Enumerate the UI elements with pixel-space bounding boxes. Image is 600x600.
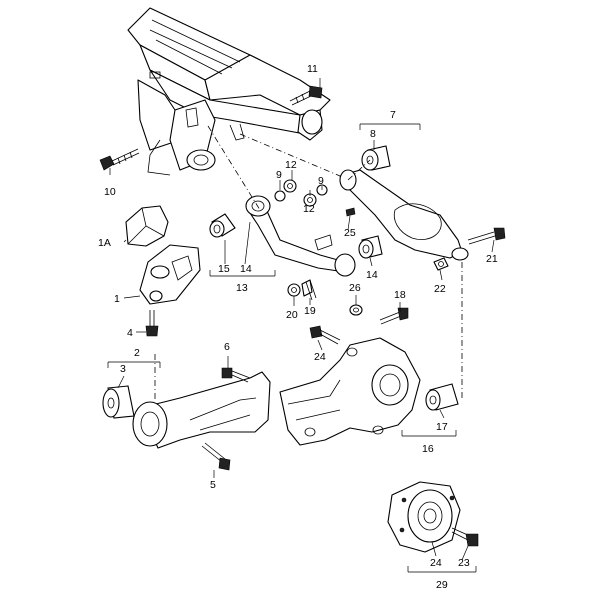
label-20: 20: [286, 309, 298, 321]
label-2: 2: [134, 347, 140, 359]
label-29: 29: [436, 579, 448, 591]
bushing-14: [358, 235, 383, 259]
label-17: 17: [436, 421, 448, 433]
label-10: 10: [104, 186, 116, 198]
bolt-4: [145, 310, 159, 337]
label-11: 11: [307, 63, 318, 75]
cotter-19: [305, 279, 317, 301]
bolt-23: [451, 527, 479, 547]
label-4: 4: [127, 327, 133, 339]
label-15: 15: [218, 263, 230, 275]
wheel-bearing-housing-16: [279, 337, 421, 446]
label-18: 18: [394, 289, 406, 301]
washers-nuts: [274, 179, 356, 297]
label-14-right: 14: [366, 269, 378, 281]
subframe: [127, 7, 331, 176]
bushing-8: [361, 145, 391, 171]
label-25: 25: [344, 227, 356, 239]
bolt-10: [99, 148, 140, 171]
label-1a: 1A: [98, 237, 111, 249]
label-14-left: 14: [240, 263, 252, 275]
wheel-hub-29: [387, 481, 461, 553]
bushing-15: [209, 213, 236, 238]
label-8: 8: [370, 128, 376, 140]
bushing-17: [425, 383, 459, 411]
mount-1: [139, 244, 201, 305]
label-12-upper: 12: [285, 159, 297, 171]
leader-lines: [107, 78, 495, 573]
label-1: 1: [114, 293, 120, 305]
upper-link-13: [245, 195, 356, 277]
label-26: 26: [349, 282, 361, 294]
label-13: 13: [236, 282, 248, 294]
bolt-21: [467, 227, 506, 245]
label-6: 6: [224, 341, 230, 353]
nut-22: [433, 257, 449, 271]
label-12-lower: 12: [303, 203, 315, 215]
washer-26: [349, 304, 363, 316]
label-16: 16: [422, 443, 434, 455]
cover-1a: [125, 205, 169, 247]
bolt-6: [221, 367, 251, 383]
label-7: 7: [390, 109, 396, 121]
label-23: 23: [458, 557, 470, 569]
label-24-upper: 24: [314, 351, 326, 363]
label-21: 21: [486, 253, 498, 265]
bolt-24-upper: [309, 325, 341, 345]
bushing-3: [102, 385, 135, 419]
trailing-arm-2: [132, 371, 271, 449]
alignment-lines: [154, 125, 463, 400]
bolt-11: [289, 85, 323, 106]
label-3: 3: [120, 363, 126, 375]
label-24-lower: 24: [430, 557, 442, 569]
bolt-5: [201, 442, 231, 471]
bolt-18: [379, 307, 409, 325]
label-5: 5: [210, 479, 216, 491]
part-labels: 11 10 7 8 12 9 9 12 25 1A 15 14 14 13 22…: [98, 63, 498, 591]
label-9-left: 9: [276, 169, 282, 181]
label-19: 19: [304, 305, 316, 317]
label-9-right: 9: [318, 175, 324, 187]
label-22: 22: [434, 283, 446, 295]
